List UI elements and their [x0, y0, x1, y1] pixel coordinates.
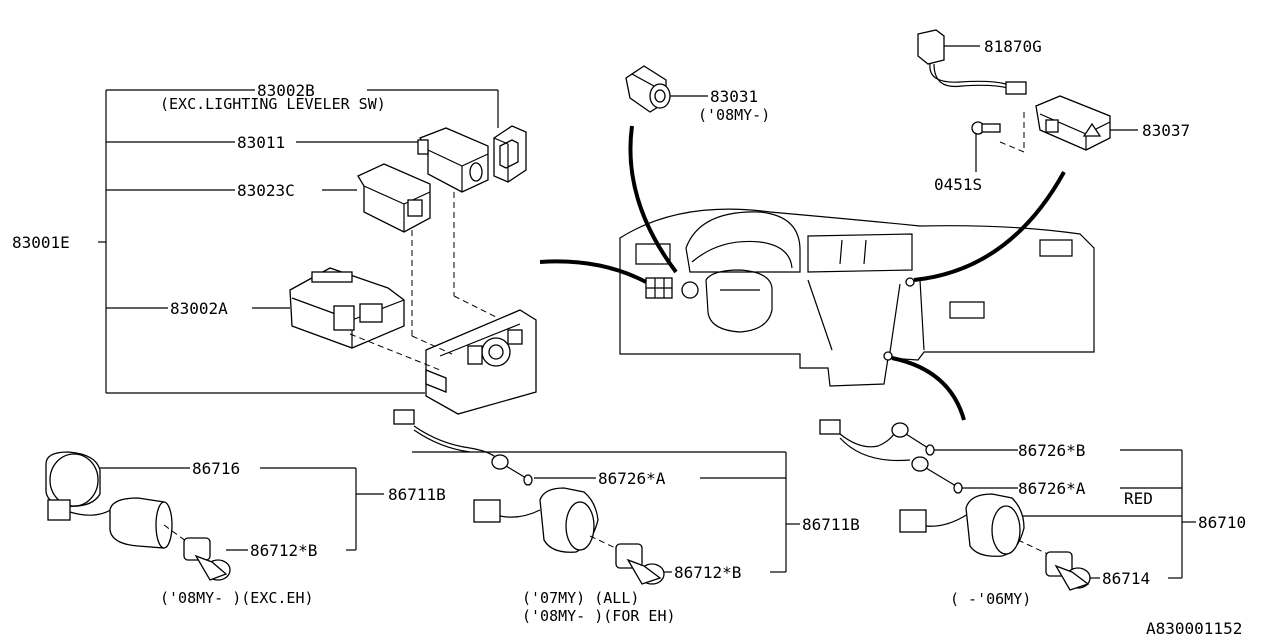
label-86716: 86716	[192, 459, 240, 478]
label-83037: 83037	[1142, 121, 1190, 140]
label-86711b-left: 86711B	[388, 485, 446, 504]
label-86710: 86710	[1198, 513, 1246, 532]
harness-81870g	[917, 29, 1027, 95]
note-bottom-mid-1: ('07MY) (ALL)	[522, 589, 639, 607]
switch-83011	[417, 127, 489, 193]
label-83001e: 83001E	[12, 233, 70, 252]
label-86726b: 86726*B	[1018, 441, 1085, 460]
group-83001e-bracket	[98, 89, 499, 394]
note-bottom-left: ('08MY- )(EXC.EH)	[160, 589, 314, 607]
label-83002b: 83002B	[257, 81, 315, 100]
label-0451s: 0451S	[934, 175, 982, 194]
label-red: RED	[1124, 489, 1153, 508]
dashboard-outline	[619, 208, 1095, 387]
lamp-group-86711b-mid	[393, 409, 800, 585]
label-86712b-left: 86712*B	[250, 541, 317, 560]
note-bottom-right: ( -'06MY)	[950, 590, 1031, 608]
label-86714: 86714	[1102, 569, 1150, 588]
screw-0451s	[971, 121, 1001, 172]
label-86726a-mid: 86726*A	[598, 469, 666, 488]
lamp-group-86710	[819, 419, 1196, 591]
switch-panel	[425, 309, 537, 415]
label-81870g: 81870G	[984, 37, 1042, 56]
diagram-code: A830001152	[1146, 619, 1242, 638]
label-83002a: 83002A	[170, 299, 228, 318]
note-83031: ('08MY-)	[698, 106, 770, 124]
label-83011: 83011	[237, 133, 285, 152]
label-86712b-mid: 86712*B	[674, 563, 741, 582]
label-86726a-right: 86726*A	[1018, 479, 1086, 498]
label-83031: 83031	[710, 87, 758, 106]
label-83023c: 83023C	[237, 181, 295, 200]
note-83002b: (EXC.LIGHTING LEVELER SW)	[160, 95, 386, 113]
note-bottom-mid-2: ('08MY- )(FOR EH)	[522, 607, 676, 625]
dashed-connectors-top-left	[349, 192, 499, 371]
switch-83002a	[289, 267, 405, 349]
socket-83031	[625, 65, 708, 113]
switch-83023c	[357, 163, 431, 233]
switch-83002b	[493, 125, 527, 183]
pointer-curves	[539, 125, 1066, 421]
lamp-group-86711b-left	[45, 451, 384, 581]
label-86711b-mid: 86711B	[802, 515, 860, 534]
switch-83037	[999, 95, 1138, 153]
